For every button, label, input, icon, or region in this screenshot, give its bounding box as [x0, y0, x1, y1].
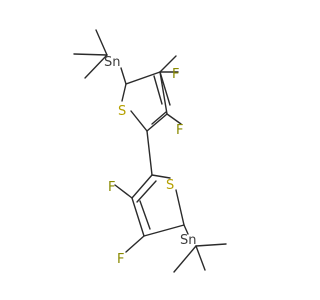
- fluorine-atom-top-right-b: F: [176, 123, 183, 138]
- tin-atom-bottom: Sn: [180, 233, 197, 248]
- sulfur-atom-top: S: [118, 104, 126, 119]
- bond-lines: [73, 29, 227, 273]
- fluorine-atom-top-right-a: F: [172, 67, 179, 82]
- fluorine-atom-bottom-left-a: F: [108, 180, 115, 195]
- atom-labels: Sn S F F S F F Sn: [104, 55, 197, 267]
- sulfur-atom-bottom: S: [166, 178, 174, 193]
- fluorine-atom-bottom-left-b: F: [117, 252, 124, 267]
- molecule-structure: Sn S F F S F F Sn: [73, 29, 227, 273]
- tin-atom-top: Sn: [104, 55, 121, 70]
